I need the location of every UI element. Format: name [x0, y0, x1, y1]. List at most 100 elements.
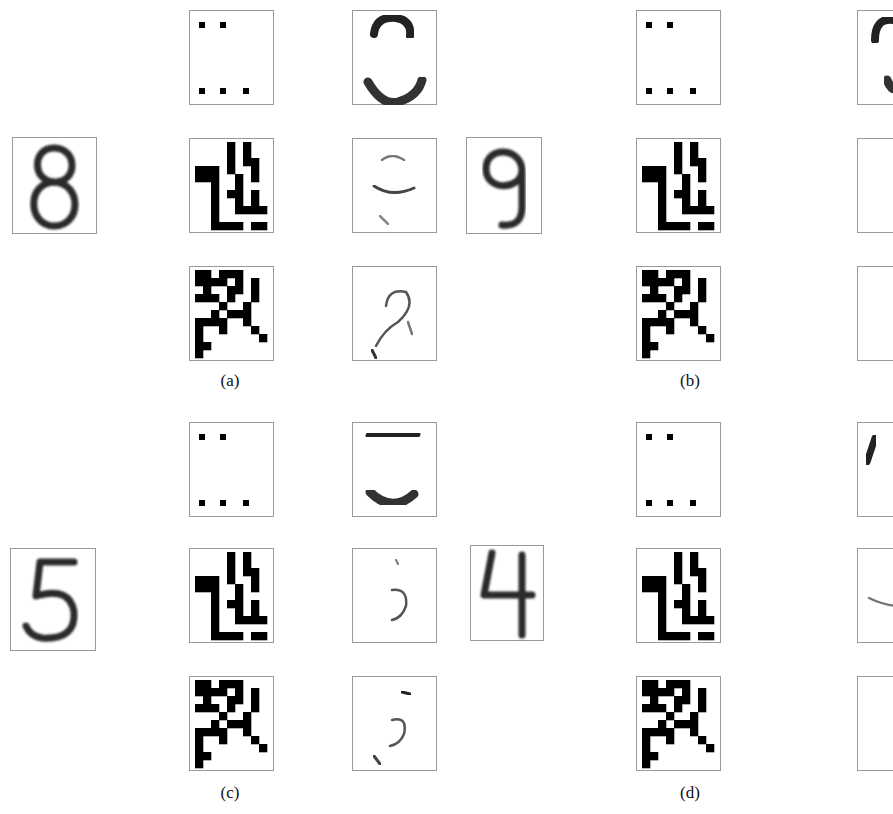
mask-pixel: [674, 294, 682, 302]
mask-pixel: [235, 720, 243, 728]
mask-pixel: [650, 728, 658, 736]
mask-pixel: [203, 342, 211, 350]
mask-pixel: [674, 632, 682, 640]
mask-pixel: [682, 688, 690, 696]
mask-pixel: [698, 198, 706, 206]
mask-pixel: [690, 568, 698, 576]
mask-pixel: [251, 576, 259, 584]
image-frame: [190, 139, 274, 233]
mask-pixel: [658, 704, 666, 712]
mask-pixel: [690, 728, 698, 736]
mask-pixel: [251, 198, 259, 206]
mask-pixel: [642, 680, 650, 688]
mask-pixel: [235, 278, 243, 286]
digit-stroke: [34, 148, 75, 226]
mask-pixel: [658, 190, 666, 198]
image-frame: [637, 11, 721, 105]
mask-pixel: [251, 166, 259, 174]
mask-pixel: [195, 704, 203, 712]
mask-pixel: [642, 744, 650, 752]
mask-pixel: [682, 174, 690, 182]
mask-pixel: [690, 206, 698, 214]
image-frame: [353, 139, 437, 233]
mask-pixel: [243, 712, 251, 720]
digit-stroke: [875, 20, 893, 40]
mask-pixel: [674, 310, 682, 318]
mask-pixel: [251, 704, 259, 712]
mask-pixel: [259, 632, 267, 640]
mask-pixel: [650, 680, 658, 688]
mask-pixel: [658, 720, 666, 728]
mask-pixel: [219, 736, 227, 744]
digit-image: [467, 138, 542, 234]
mask-pixel: [227, 568, 235, 576]
mask-pixel: [211, 616, 219, 624]
mask-pixel: [219, 712, 227, 720]
mask-pixel: [706, 334, 714, 342]
mask-pixel: [642, 688, 650, 696]
mask-pixel: [203, 752, 211, 760]
mask-pixel: [235, 584, 243, 592]
mask-pixel: [650, 278, 658, 286]
mask-pixel: [666, 318, 674, 326]
mask-pixel: [642, 342, 650, 350]
image-frame: [353, 677, 437, 771]
mask-pixel: [219, 688, 227, 696]
mask-image: [637, 11, 721, 105]
feature-image: [858, 139, 893, 233]
image-frame: [637, 139, 721, 233]
mask-pixel: [698, 222, 706, 230]
mask-pixel: [690, 318, 698, 326]
image-frame: [467, 138, 542, 234]
mask-pixel: [195, 760, 203, 768]
mask-pixel: [667, 88, 673, 94]
mask-pixel: [211, 174, 219, 182]
mask-pixel: [211, 688, 219, 696]
digit-stroke: [374, 756, 380, 764]
mask-pixel: [698, 632, 706, 640]
mask-pixel: [682, 182, 690, 190]
mask-pixel: [251, 278, 259, 286]
mask-pixel: [682, 632, 690, 640]
image-frame: [190, 423, 274, 517]
mask-pixel: [642, 326, 650, 334]
mask-pixel: [698, 166, 706, 174]
mask-pixel: [658, 174, 666, 182]
digit-stroke: [402, 692, 410, 694]
mask-pixel: [211, 182, 219, 190]
mask-pixel: [674, 680, 682, 688]
mask-pixel: [243, 616, 251, 624]
mask-pixel: [646, 434, 652, 440]
mask-pixel: [706, 744, 714, 752]
digit-stroke: [372, 436, 380, 456]
mask-pixel: [211, 728, 219, 736]
digit-image: [471, 546, 544, 641]
mask-pixel: [219, 632, 227, 640]
mask-pixel: [251, 568, 259, 576]
mask-image: [190, 11, 274, 105]
mask-pixel: [251, 190, 259, 198]
mask-pixel: [219, 270, 227, 278]
mask-pixel: [658, 182, 666, 190]
mask-pixel: [243, 500, 249, 506]
mask-pixel: [682, 600, 690, 608]
mask-pixel: [235, 632, 243, 640]
mask-pixel: [251, 206, 259, 214]
feature-image: [858, 549, 893, 643]
mask-pixel: [251, 584, 259, 592]
mask-pixel: [658, 616, 666, 624]
feature-image: [353, 423, 437, 517]
mask-image: [190, 139, 274, 233]
mask-pixel: [219, 278, 227, 286]
mask-pixel: [211, 704, 219, 712]
mask-pixel: [666, 326, 674, 334]
mask-image: [637, 677, 721, 771]
mask-image: [190, 423, 274, 517]
mask-pixel: [690, 310, 698, 318]
mask-pixel: [243, 150, 251, 158]
image-frame: [637, 677, 721, 771]
mask-pixel: [650, 342, 658, 350]
mask-pixel: [674, 150, 682, 158]
mask-pixel: [642, 294, 650, 302]
mask-pixel: [211, 318, 219, 326]
